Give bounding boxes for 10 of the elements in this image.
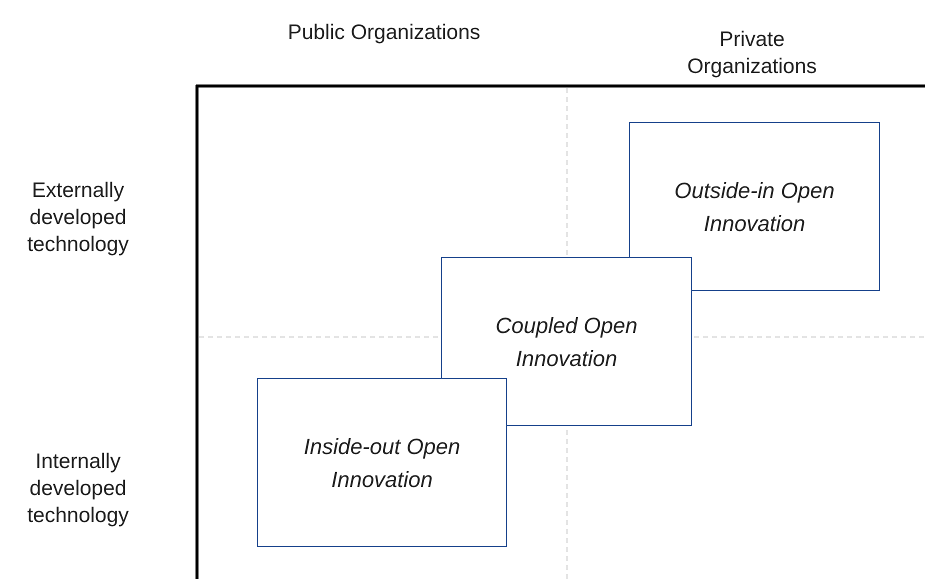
concept-box	[441, 257, 692, 426]
axis-label: Private Organizations	[686, 27, 818, 80]
axis-label: Externally developed technology	[26, 178, 130, 258]
concept-box	[257, 378, 507, 547]
axis-label: Public Organizations	[286, 20, 482, 46]
box-label: Outside-in Open Innovation	[673, 176, 836, 238]
box-label: Coupled Open Innovation	[494, 312, 638, 372]
axis-label: Internally developed technology	[26, 449, 130, 529]
box-label: Inside-out Open Innovation	[302, 432, 462, 494]
concept-box	[629, 122, 880, 291]
